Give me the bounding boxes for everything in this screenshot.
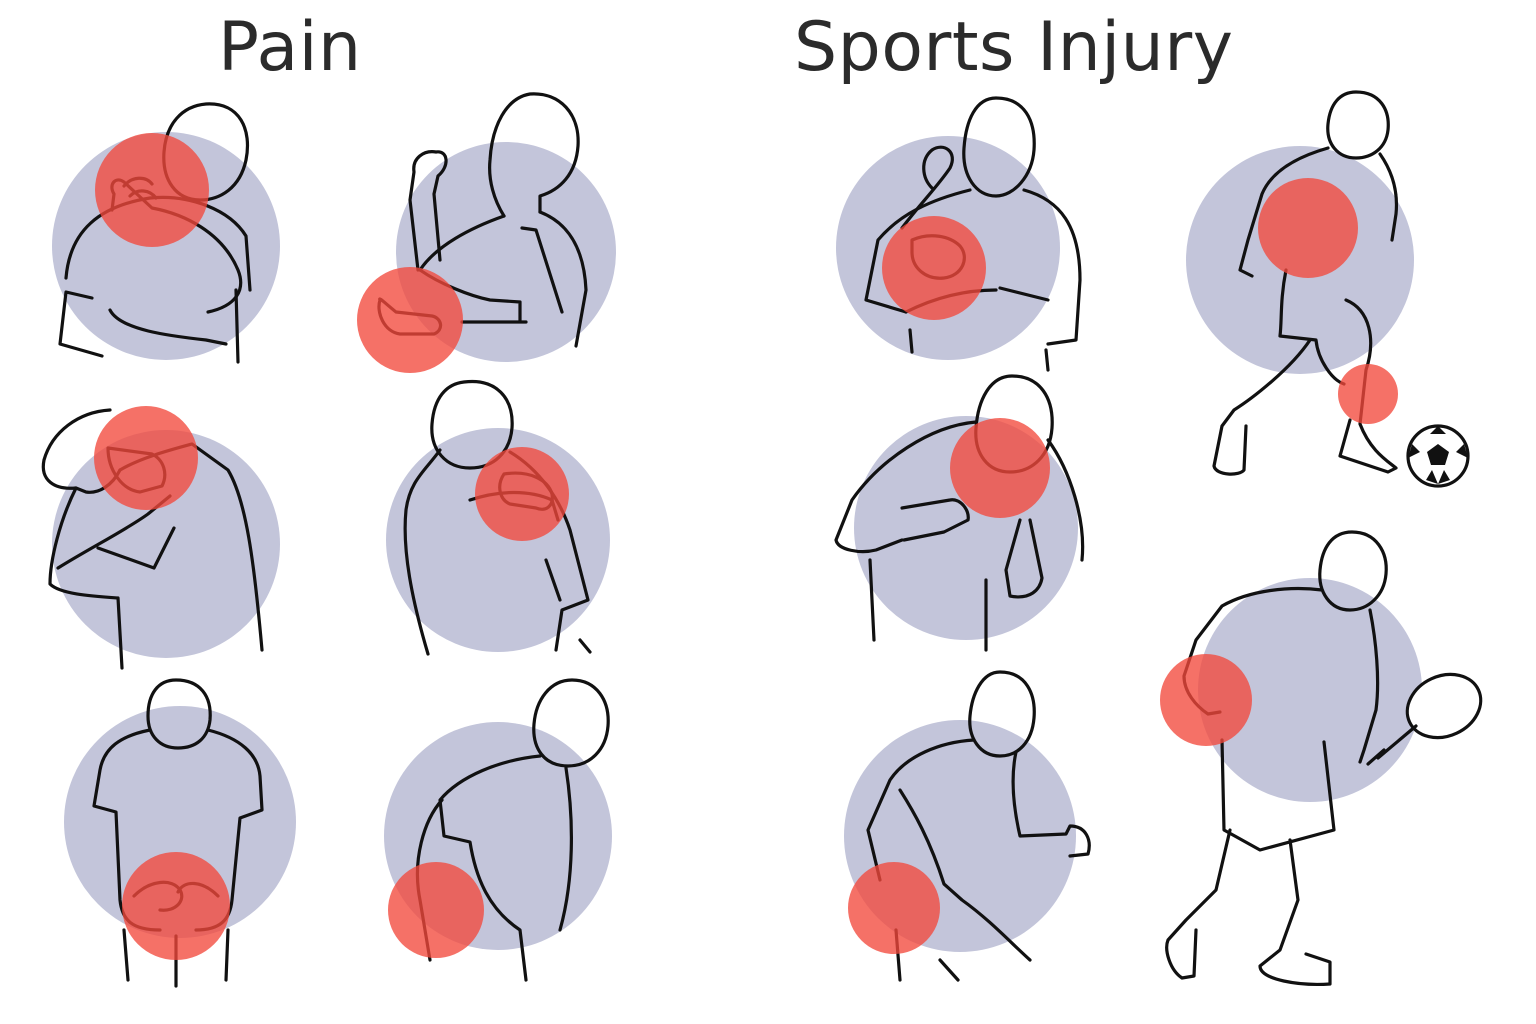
pain-spot bbox=[122, 852, 230, 960]
pain-spot bbox=[950, 418, 1050, 518]
hip-pain-figure bbox=[384, 678, 612, 982]
head-hold-figure bbox=[41, 406, 280, 670]
pain-section-title: Pain bbox=[218, 8, 362, 87]
pain-spot bbox=[95, 133, 209, 247]
sports-injury-section-title: Sports Injury bbox=[794, 8, 1234, 87]
lower-back-pain-figure bbox=[64, 678, 296, 988]
pain-spot bbox=[882, 216, 986, 320]
pain-spot bbox=[388, 862, 484, 958]
tennis-player-figure bbox=[1160, 530, 1422, 986]
elbow-pain-figure bbox=[357, 92, 616, 373]
face-hold-figure bbox=[834, 374, 1085, 652]
shoulder-pain-figure bbox=[386, 379, 610, 656]
pain-spot bbox=[1160, 654, 1252, 746]
neck-pain-figure bbox=[52, 102, 280, 364]
backdrop-circle bbox=[64, 706, 296, 938]
pain-spot bbox=[475, 447, 569, 541]
pain-spot bbox=[357, 267, 463, 373]
football-player-figure bbox=[1186, 90, 1414, 476]
pain-spot bbox=[1338, 364, 1398, 424]
chest-pain-figure bbox=[836, 96, 1082, 372]
soccer-ball-icon bbox=[1406, 424, 1470, 488]
runner-hamstring-figure bbox=[844, 670, 1091, 982]
tennis-racket-icon bbox=[1366, 672, 1483, 766]
pain-spot bbox=[848, 862, 940, 954]
pain-spot bbox=[94, 406, 198, 510]
pain-spot bbox=[1258, 178, 1358, 278]
